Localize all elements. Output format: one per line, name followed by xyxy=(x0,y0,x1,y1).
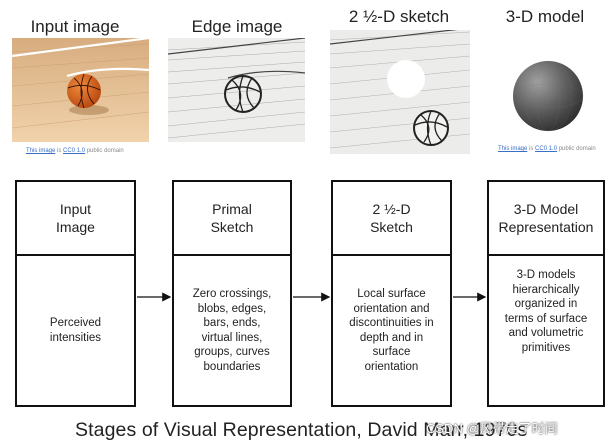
stage-3d-model: 3-D Model Representation 3-D models hier… xyxy=(487,180,605,407)
edge-image xyxy=(168,38,305,142)
license-link[interactable]: CC0 1.0 xyxy=(63,148,86,154)
model-image-title: 3-D model xyxy=(505,7,585,26)
image-source-link-2[interactable]: This image xyxy=(498,146,528,152)
stage-title: Input Image xyxy=(17,182,134,256)
diagram-caption: Stages of Visual Representation, David M… xyxy=(75,419,528,441)
stage-input-image: Input Image Perceived intensities xyxy=(15,180,136,407)
stage-description: 3-D models hierarchically organized in t… xyxy=(504,269,588,354)
image-source-link[interactable]: This image xyxy=(26,148,56,154)
model-image-caption: This image is CC0 1.0 public domain xyxy=(498,146,596,152)
input-basketball-photo xyxy=(12,38,149,142)
stage-description: Perceived intensities xyxy=(49,317,102,344)
license-link-2[interactable]: CC0 1.0 xyxy=(535,146,558,152)
stage-title: 3-D Model Representation xyxy=(489,182,603,256)
stage-title: 2 ½-D Sketch xyxy=(333,182,450,256)
sphere-model-image xyxy=(512,60,584,132)
input-image-caption: This image is CC0 1.0 public domain xyxy=(26,148,124,154)
input-image-title: Input image xyxy=(30,17,120,36)
sketch-image-title: 2 ½-D sketch xyxy=(348,7,450,26)
edge-image-title: Edge image xyxy=(191,17,283,36)
stage-primal-sketch: Primal Sketch Zero crossings, blobs, edg… xyxy=(172,180,292,407)
csdn-watermark: CSDN @风带走了时间 xyxy=(426,421,558,436)
sketch-image xyxy=(330,30,470,154)
stage-2half-d-sketch: 2 ½-D Sketch Local surface orientation a… xyxy=(331,180,452,407)
stage-description: Local surface orientation and discontinu… xyxy=(349,288,434,373)
stage-title: Primal Sketch xyxy=(174,182,290,256)
stage-description: Zero crossings, blobs, edges, bars, ends… xyxy=(192,288,272,373)
